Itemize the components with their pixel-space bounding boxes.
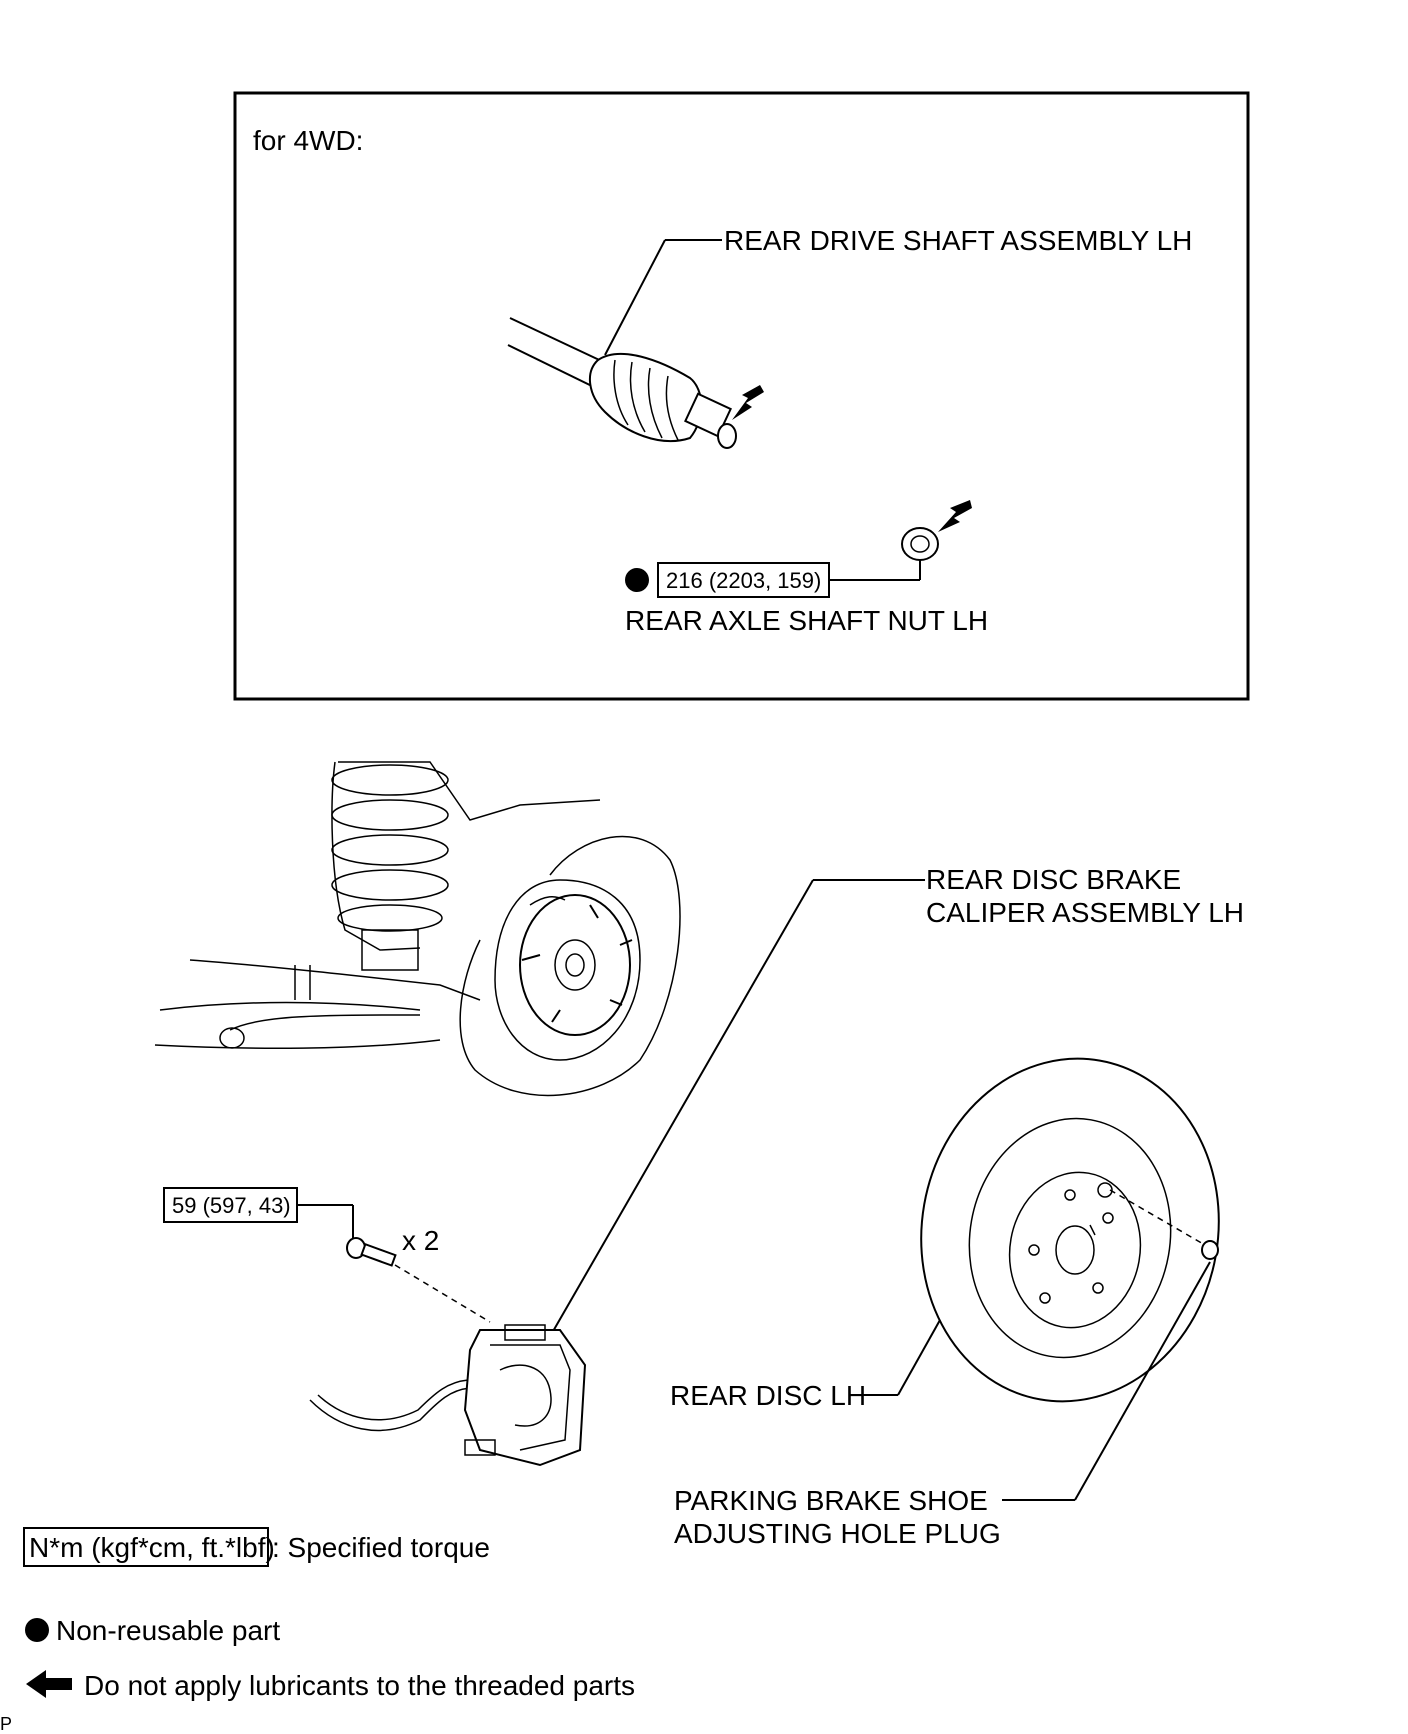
hole-plug-drawing bbox=[1201, 1240, 1219, 1260]
no-lubricant-legend-icon bbox=[26, 1670, 72, 1698]
torque-unit-box bbox=[23, 1527, 269, 1567]
axle-nut-torque-box bbox=[657, 562, 830, 598]
caliper-bolt-drawing bbox=[346, 1237, 397, 1267]
drive-shaft-leader bbox=[604, 239, 666, 356]
drive-shaft-label: REAR DRIVE SHAFT ASSEMBLY LH bbox=[724, 225, 1192, 256]
disc-leader bbox=[897, 1319, 941, 1396]
caliper-label-line1: REAR DISC BRAKE bbox=[926, 864, 1181, 895]
brake-caliper-drawing bbox=[309, 1324, 587, 1467]
inset-4wd: for 4WD: REAR DRIVE SHAFT ASSEMBLY LH bbox=[233, 91, 1250, 701]
caliper-label-line2: CALIPER ASSEMBLY LH bbox=[926, 897, 1244, 928]
figure-code: P bbox=[0, 1714, 12, 1734]
bolt-torque: 59 (597, 43) bbox=[172, 1193, 291, 1218]
plug-leader bbox=[1074, 1261, 1211, 1501]
plug-label-line2: ADJUSTING HOLE PLUG bbox=[674, 1518, 1001, 1549]
drive-shaft-drawing bbox=[507, 317, 764, 449]
inset-border bbox=[233, 91, 1250, 701]
rear-suspension-drawing bbox=[154, 761, 681, 1097]
bolt-quantity: x 2 bbox=[402, 1225, 439, 1256]
axle-nut-torque: 216 (2203, 159) bbox=[666, 568, 821, 593]
torque-unit-label: N*m (kgf*cm, ft.*lbf) bbox=[29, 1532, 275, 1563]
torque-desc: : Specified torque bbox=[272, 1532, 490, 1563]
disc-label: REAR DISC LH bbox=[670, 1380, 866, 1411]
non-reusable-desc: Non-reusable part bbox=[56, 1615, 280, 1646]
plug-label-line1: PARKING BRAKE SHOE bbox=[674, 1485, 988, 1516]
legend: N*m (kgf*cm, ft.*lbf) : Specified torque… bbox=[23, 1527, 635, 1701]
brake-disc-drawing bbox=[920, 1057, 1220, 1403]
no-lubricant-desc: Do not apply lubricants to the threaded … bbox=[84, 1670, 635, 1701]
non-reusable-legend-icon bbox=[25, 1618, 49, 1642]
axle-nut-drawing bbox=[901, 500, 972, 561]
caliper-leader bbox=[547, 879, 814, 1341]
non-reusable-mark-icon bbox=[625, 568, 649, 592]
no-lubricant-arrow-icon bbox=[732, 385, 764, 420]
inset-heading: for 4WD: bbox=[253, 125, 363, 156]
no-lubricant-arrow-icon bbox=[938, 500, 972, 532]
axle-nut-label: REAR AXLE SHAFT NUT LH bbox=[625, 605, 988, 636]
